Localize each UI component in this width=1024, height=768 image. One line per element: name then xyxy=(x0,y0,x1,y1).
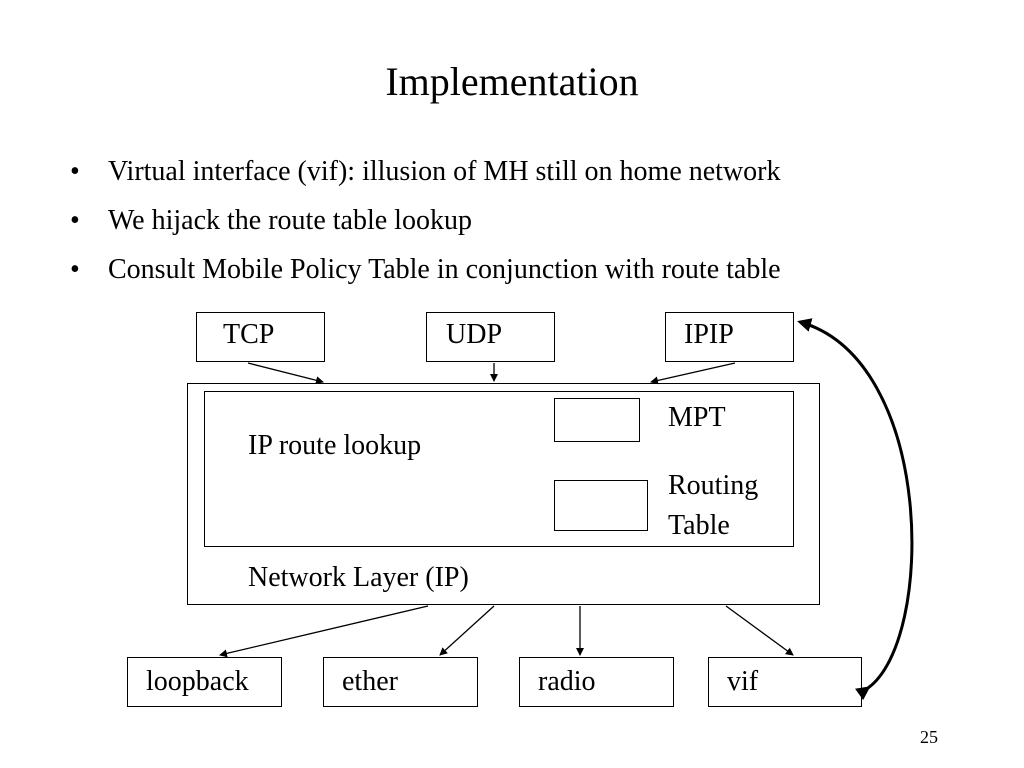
loopback-box: loopback xyxy=(127,657,282,707)
ipip-label: IPIP xyxy=(684,319,734,350)
ip-route-lookup-box xyxy=(204,391,794,547)
tcp-box: TCP xyxy=(196,312,325,362)
ether-box: ether xyxy=(323,657,478,707)
mpt-label: MPT xyxy=(668,402,726,433)
bullet-text: Consult Mobile Policy Table in conjuncti… xyxy=(108,254,781,285)
bullet-marker: • xyxy=(70,254,80,285)
ip-to-loopback-arrow xyxy=(219,605,429,658)
ipip-box: IPIP xyxy=(665,312,794,362)
slide-title: Implementation xyxy=(385,59,639,104)
ether-label: ether xyxy=(342,666,398,697)
radio-label: radio xyxy=(538,666,596,697)
ip-to-vif-arrow xyxy=(725,605,794,656)
tcp-label: TCP xyxy=(223,319,275,350)
page-number: 25 xyxy=(920,727,938,747)
routing-table-box xyxy=(554,480,648,531)
vif-ipip-loop-arrow xyxy=(797,318,914,701)
bullet-marker: • xyxy=(70,205,80,236)
tcp-to-ip-arrow xyxy=(247,362,324,385)
routing-table-label-line1: Routing xyxy=(668,470,759,501)
mpt-box xyxy=(554,398,640,442)
bullet-list: • Virtual interface (vif): illusion of M… xyxy=(70,152,781,299)
radio-box: radio xyxy=(519,657,674,707)
bullet-item: • Consult Mobile Policy Table in conjunc… xyxy=(70,250,781,299)
udp-box: UDP xyxy=(426,312,555,362)
bullet-text: We hijack the route table lookup xyxy=(108,205,472,236)
bullet-item: • Virtual interface (vif): illusion of M… xyxy=(70,152,781,201)
bullet-marker: • xyxy=(70,156,80,187)
ip-to-ether-arrow xyxy=(439,605,495,656)
udp-label: UDP xyxy=(446,319,503,350)
ip-route-lookup-label: IP route lookup xyxy=(248,430,422,461)
network-layer-label: Network Layer (IP) xyxy=(248,562,469,593)
bullet-item: • We hijack the route table lookup xyxy=(70,201,781,250)
loopback-label: loopback xyxy=(146,666,249,697)
ipip-to-ip-arrow xyxy=(650,362,736,385)
vif-label: vif xyxy=(727,666,759,697)
routing-table-label-line2: Table xyxy=(668,510,730,541)
bullet-text: Virtual interface (vif): illusion of MH … xyxy=(108,156,781,187)
